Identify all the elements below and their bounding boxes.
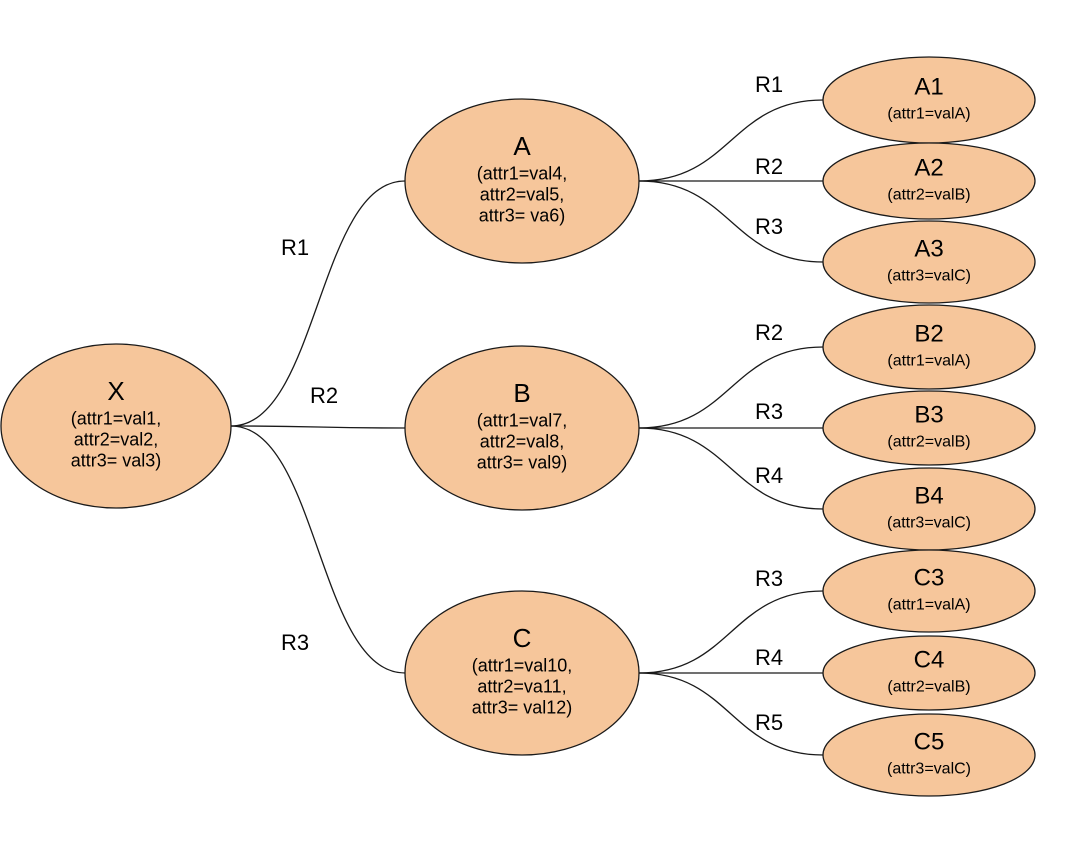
node-a-title: A [513,131,531,161]
node-c-attr-1: (attr1=val10, [472,656,573,676]
edge-x-c [230,425,406,674]
edge-label-c-c3: R3 [755,566,783,591]
node-c4: C4 (attr2=valB) [822,635,1036,711]
edge-label-c-c4: R4 [755,645,783,670]
node-a-attr-1: (attr1=val4, [477,164,568,184]
edge-a-a3 [638,180,824,263]
edge-label-x-c: R3 [281,630,309,655]
node-a1-title: A1 [914,74,943,101]
edge-label-b-b4: R4 [755,463,783,488]
node-c5-ellipse [822,713,1036,797]
node-c-title: C [513,623,532,653]
node-c-attr-3: attr3= val12) [472,698,573,718]
edge-b-b2 [638,346,824,429]
node-c4-ellipse [822,635,1036,711]
node-c4-title: C4 [914,647,945,674]
edge-c-c5 [638,672,824,756]
node-b3-attr-1: (attr2=valB) [887,434,970,451]
node-a1-attr-1: (attr1=valA) [887,106,970,123]
edge-label-x-a: R1 [281,235,309,260]
node-b4: B4 (attr3=valC) [822,467,1036,551]
node-a2-title: A2 [914,155,943,182]
node-b4-title: B4 [914,483,943,510]
node-a3-ellipse [822,220,1036,304]
edge-a-a1 [638,99,824,182]
node-a-ellipse [404,98,640,264]
node-c3-ellipse [822,549,1036,633]
node-b4-attr-1: (attr3=valC) [887,515,971,532]
edge-label-b-b2: R2 [755,320,783,345]
node-c-ellipse [404,590,640,756]
node-b-title: B [513,378,530,408]
node-a3-attr-1: (attr3=valC) [887,268,971,285]
node-a3-title: A3 [914,236,943,263]
edge-x-b [230,425,406,429]
node-x-attr-2: attr2=val2, [74,430,159,450]
edge-label-x-b: R2 [310,383,338,408]
edges-layer [230,99,824,756]
node-c: C (attr1=val10,attr2=va11,attr3= val12) [404,590,640,756]
edge-c-c3 [638,590,824,674]
node-x-title: X [107,376,124,406]
node-x-attr-1: (attr1=val1, [71,409,162,429]
edge-x-a [230,180,406,427]
node-c5-title: C5 [914,729,945,756]
node-c4-attr-1: (attr2=valB) [887,679,970,696]
node-a-attr-3: attr3= va6) [479,206,566,226]
node-a2: A2 (attr2=valB) [822,142,1036,220]
node-a2-ellipse [822,142,1036,220]
node-x-attr-3: attr3= val3) [71,451,162,471]
node-b2-ellipse [822,304,1036,390]
edge-label-a-a2: R2 [755,154,783,179]
node-b2-title: B2 [914,321,943,348]
node-a-attr-2: attr2=val5, [480,185,565,205]
nodes-layer: X (attr1=val1,attr2=val2,attr3= val3) A (at… [0,56,1036,797]
node-a: A (attr1=val4,attr2=val5,attr3= va6) [404,98,640,264]
edge-b-b4 [638,427,824,510]
node-b3-title: B3 [914,402,943,429]
node-a1: A1 (attr1=valA) [822,56,1036,144]
node-x: X (attr1=val1,attr2=val2,attr3= val3) [0,343,232,509]
edge-label-b-b3: R3 [755,399,783,424]
node-c3: C3 (attr1=valA) [822,549,1036,633]
node-a2-attr-1: (attr2=valB) [887,187,970,204]
node-c-attr-2: attr2=va11, [477,677,566,697]
node-c5: C5 (attr3=valC) [822,713,1036,797]
edge-label-c-c5: R5 [755,710,783,735]
edge-label-a-a3: R3 [755,214,783,239]
node-b: B (attr1=val7,attr2=val8,attr3= val9) [404,345,640,511]
node-c3-title: C3 [914,565,945,592]
node-x-ellipse [0,343,232,509]
node-b2: B2 (attr1=valA) [822,304,1036,390]
node-c3-attr-1: (attr1=valA) [887,597,970,614]
node-a3: A3 (attr3=valC) [822,220,1036,304]
node-b3-ellipse [822,390,1036,466]
node-b-ellipse [404,345,640,511]
node-b-attr-1: (attr1=val7, [477,411,568,431]
node-b-attr-2: attr2=val8, [480,432,565,452]
edge-label-a-a1: R1 [755,72,783,97]
node-b2-attr-1: (attr1=valA) [887,353,970,370]
node-b3: B3 (attr2=valB) [822,390,1036,466]
node-c5-attr-1: (attr3=valC) [887,761,971,778]
node-b-attr-3: attr3= val9) [477,453,568,473]
